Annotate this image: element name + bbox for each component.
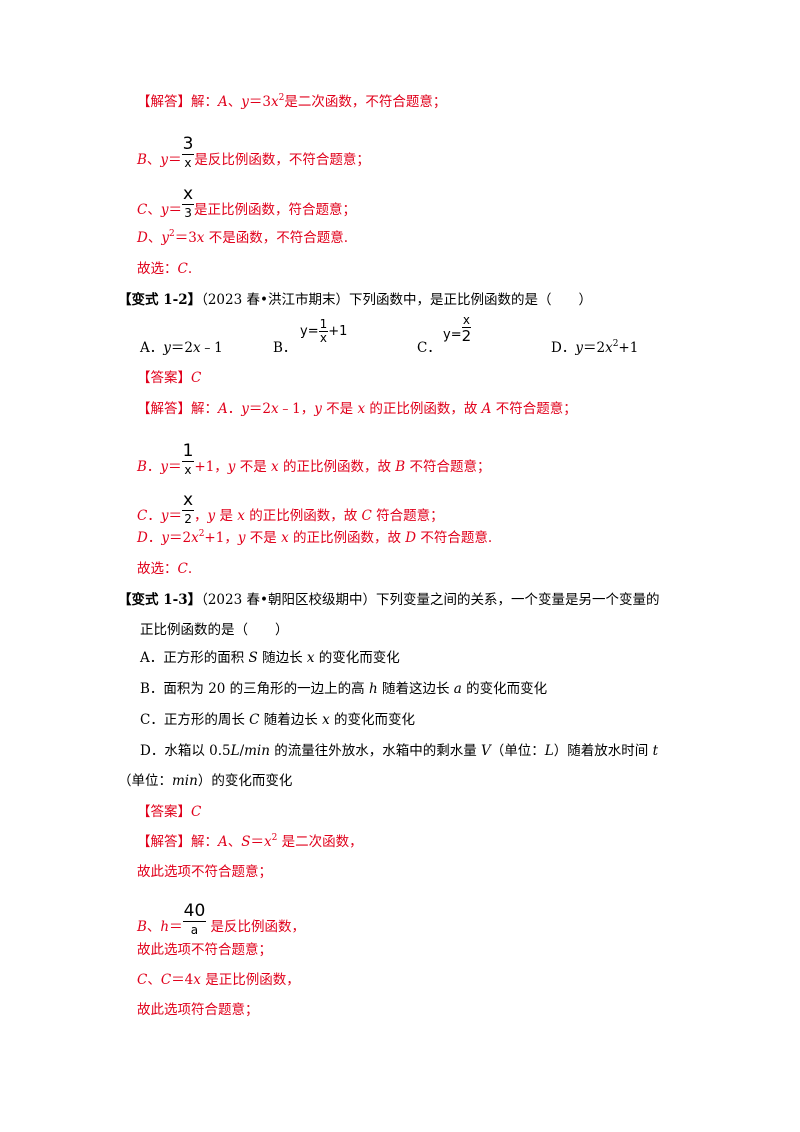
ex1-3-solution-line-f: 故此选项符合题意； [137,1002,259,1018]
ex1-3-question: 【变式 1-3】（2023 春•朝阳区校级期中）下列变量之间的关系，一个变量是另… [118,592,660,608]
ex1-1-final-choice: 故选：C. [137,261,193,277]
ex1-3-option-a: A．正方形的面积 S 随边长 x 的变化而变化 [140,650,400,666]
variant-label: 【变式 1-2】 [118,292,202,308]
ex1-2-question: 【变式 1-2】（2023 春•洪江市期末）下列函数中，是正比例函数的是（ ） [118,292,592,308]
ex1-3-question-cont: 正比例函数的是（ ） [140,622,289,638]
ex1-3-solution-line-b: 故此选项不符合题意； [137,864,272,880]
ex1-3-solution-line-e: C、C＝4x 是正比例函数， [137,972,300,988]
ex1-3-answer: 【答案】C [137,804,202,820]
ex1-2-solution-line-a: 【解答】解：A．y＝2x﹣1，y 不是 x 的正比例函数，故 A 不符合题意； [137,401,577,417]
ex1-3-option-d-cont: （单位：min）的变化而变化 [118,773,293,789]
ex1-2-option-d: D．y＝2x2+1 [551,338,639,356]
ex1-2-answer: 【答案】C [137,370,202,386]
ex1-2-option-a: A．y＝2x﹣1 [140,340,223,356]
ex1-2-solution-line-d: D．y＝2x2+1，y 不是 x 的正比例函数，故 D 不符合题意. [137,528,493,546]
ex1-3-option-d: D．水箱以 0.5L/min 的流量往外放水，水箱中的剩水量 V（单位：L）随着… [140,743,658,759]
ex1-1-solution-line-d: D、y2＝3x 不是函数，不符合题意. [137,228,349,246]
ex1-3-solution-line-d: 故此选项不符合题意； [137,942,272,958]
analysis-label: 【解答】 [137,94,191,110]
variant-label: 【变式 1-3】 [118,592,202,608]
ex1-1-solution-line-a: 【解答】解：A、y＝3x2是二次函数，不符合题意； [137,92,447,110]
ex1-3-option-c: C．正方形的周长 C 随着边长 x 的变化而变化 [140,712,415,728]
ex1-2-option-c-label: C． [417,340,441,356]
ex1-2-option-b-label: B． [273,340,297,356]
ex1-3-option-b: B．面积为 20 的三角形的一边上的高 h 随着这边长 a 的变化而变化 [140,681,548,697]
ex1-3-solution-line-a: 【解答】解：A、S＝x2 是二次函数， [137,832,363,850]
ex1-2-final-choice: 故选：C. [137,561,193,577]
